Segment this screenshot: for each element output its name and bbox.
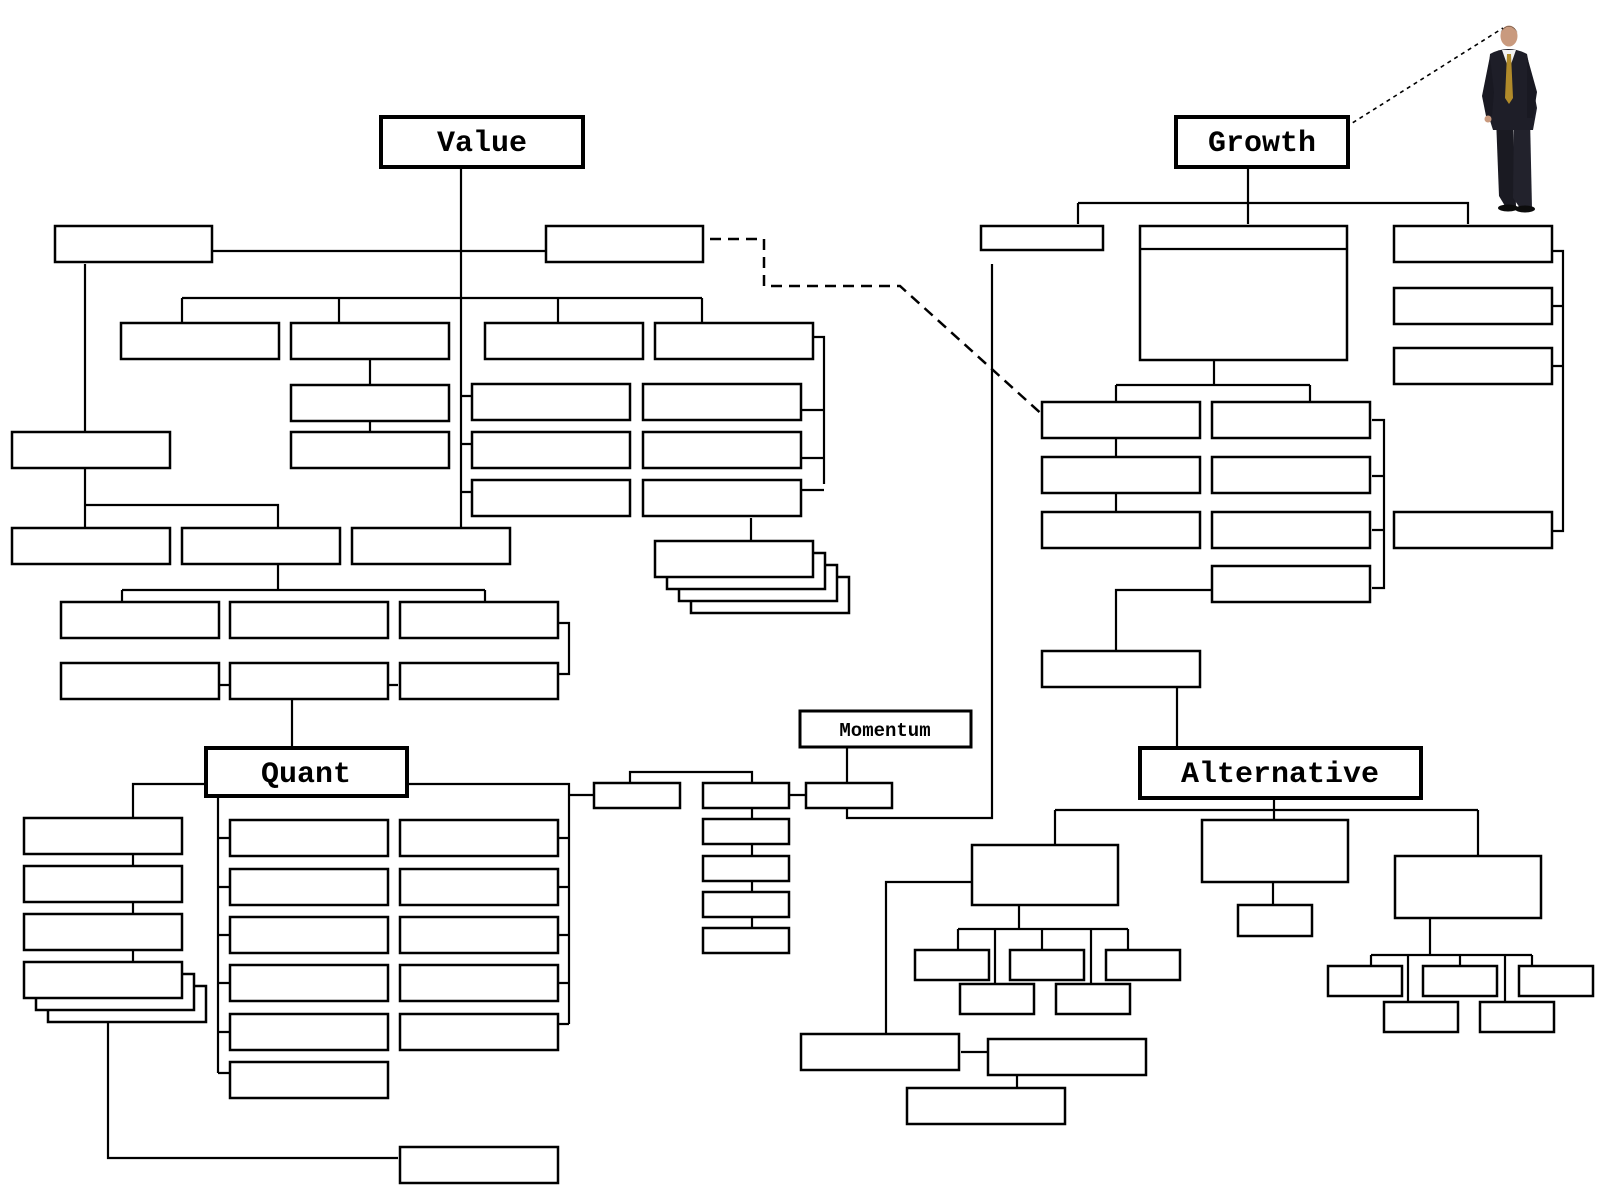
value-node bbox=[228, 661, 390, 701]
stacked-node bbox=[22, 960, 184, 1000]
momentum-node bbox=[701, 926, 791, 955]
value-node bbox=[641, 478, 803, 518]
quant-node bbox=[228, 915, 390, 955]
value-node bbox=[53, 224, 214, 264]
value-header: Value bbox=[379, 115, 585, 169]
value-node bbox=[641, 382, 803, 422]
diagram-boxes bbox=[10, 224, 1595, 1185]
quant-node bbox=[228, 818, 390, 858]
value-node bbox=[59, 600, 221, 640]
alternative-node bbox=[1393, 854, 1543, 920]
connector-lines bbox=[83, 167, 1565, 1160]
quant-node bbox=[398, 1145, 560, 1185]
momentum-node bbox=[701, 890, 791, 919]
value-node bbox=[641, 430, 803, 470]
growth-node bbox=[1392, 224, 1554, 264]
momentum-node bbox=[701, 781, 791, 810]
value-node bbox=[289, 383, 451, 423]
quant-node bbox=[22, 864, 184, 904]
alternative-node bbox=[1478, 1000, 1556, 1034]
momentum-header-label: Momentum bbox=[839, 720, 930, 742]
quant-node bbox=[398, 818, 560, 858]
growth-header-label: Growth bbox=[1208, 127, 1316, 161]
value-node bbox=[350, 526, 512, 566]
quant-node bbox=[398, 1012, 560, 1052]
momentum-node bbox=[592, 781, 682, 810]
value-node bbox=[483, 321, 645, 361]
dashed-connector bbox=[710, 237, 1047, 419]
value-node bbox=[59, 661, 221, 701]
value-node bbox=[10, 526, 172, 566]
alternative-node bbox=[986, 1037, 1148, 1077]
momentum-node bbox=[804, 781, 894, 810]
growth-node bbox=[1040, 649, 1202, 689]
quant-node bbox=[398, 963, 560, 1003]
value-node bbox=[653, 321, 815, 361]
alternative-node bbox=[913, 948, 991, 982]
alternative-node bbox=[970, 843, 1120, 907]
quant-node bbox=[228, 1060, 390, 1100]
value-node bbox=[228, 600, 390, 640]
value-node bbox=[470, 478, 632, 518]
value-node bbox=[119, 321, 281, 361]
alternative-header-label: Alternative bbox=[1181, 758, 1379, 792]
dotted-connector bbox=[1345, 27, 1504, 128]
quant-node bbox=[398, 867, 560, 907]
alternative-node bbox=[905, 1086, 1067, 1126]
growth-header: Growth bbox=[1174, 115, 1350, 169]
quant-header: Quant bbox=[204, 746, 409, 798]
value-node bbox=[180, 526, 342, 566]
alternative-node bbox=[1236, 903, 1314, 938]
alternative-header: Alternative bbox=[1138, 746, 1423, 800]
growth-node bbox=[1210, 455, 1372, 495]
value-node bbox=[398, 661, 560, 701]
value-node bbox=[470, 382, 632, 422]
alternative-node bbox=[1421, 964, 1499, 998]
growth-node bbox=[1392, 510, 1554, 550]
growth-node bbox=[1040, 510, 1202, 550]
value-node bbox=[10, 430, 172, 470]
momentum-header: Momentum bbox=[798, 709, 973, 749]
alternative-node bbox=[958, 982, 1036, 1016]
value-node bbox=[398, 600, 560, 640]
momentum-node bbox=[701, 817, 791, 846]
growth-node bbox=[1210, 400, 1372, 440]
alternative-node bbox=[1200, 818, 1350, 884]
alternative-node bbox=[1517, 964, 1595, 998]
quant-node bbox=[22, 816, 184, 856]
growth-node bbox=[1138, 224, 1349, 362]
momentum-node bbox=[701, 854, 791, 883]
growth-node bbox=[1210, 510, 1372, 550]
businessman-figure-icon bbox=[1482, 25, 1537, 213]
alternative-node bbox=[1326, 964, 1404, 998]
growth-node bbox=[1392, 346, 1554, 386]
value-node bbox=[470, 430, 632, 470]
quant-header-label: Quant bbox=[261, 758, 351, 792]
quant-node bbox=[22, 912, 184, 952]
growth-node bbox=[1392, 286, 1554, 326]
growth-node bbox=[1040, 400, 1202, 440]
value-node bbox=[289, 321, 451, 361]
growth-node bbox=[979, 224, 1105, 252]
value-node bbox=[544, 224, 705, 264]
value-node bbox=[289, 430, 451, 470]
quant-node bbox=[228, 963, 390, 1003]
alternative-node bbox=[1382, 1000, 1460, 1034]
stacked-node bbox=[653, 539, 815, 579]
quant-node bbox=[398, 915, 560, 955]
alternative-node bbox=[1104, 948, 1182, 982]
alternative-node bbox=[799, 1032, 961, 1072]
alternative-node bbox=[1008, 948, 1086, 982]
alternative-node bbox=[1054, 982, 1132, 1016]
value-header-label: Value bbox=[437, 127, 527, 161]
growth-node bbox=[1210, 564, 1372, 604]
quant-node bbox=[228, 1012, 390, 1052]
growth-node bbox=[1040, 455, 1202, 495]
quant-node bbox=[228, 867, 390, 907]
